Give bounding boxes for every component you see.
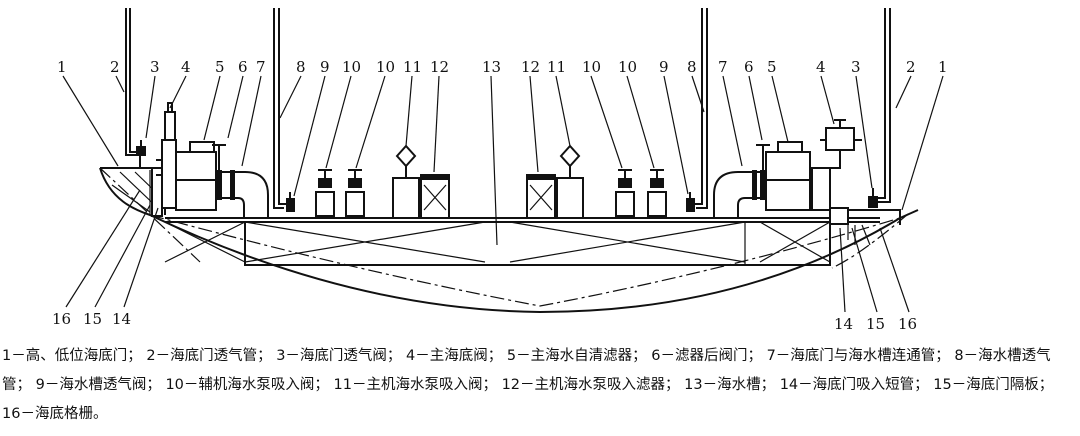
callout-right-10a: 10 — [582, 58, 601, 76]
callout-right-6: 6 — [744, 58, 754, 76]
callout-left-6: 6 — [238, 58, 248, 76]
callout-right-3: 3 — [851, 58, 861, 76]
callout-left-1: 1 — [57, 58, 67, 76]
callout-left-3: 3 — [150, 58, 160, 76]
callout-right-8: 8 — [687, 58, 697, 76]
caption-item: 10－辅机海水泵吸入阀； — [165, 377, 329, 393]
left-connecting-pipe — [222, 170, 269, 218]
left-aux-pump-suction-valves — [315, 169, 365, 217]
callout-right-4: 4 — [816, 58, 826, 76]
caption-item: 5－主海水自清滤器； — [506, 348, 647, 364]
right-self-cleaning-strainer — [765, 141, 811, 211]
right-main-sea-valve — [811, 119, 862, 211]
callout-bottom-right-14: 14 — [834, 315, 853, 333]
leader-lines — [62, 75, 944, 313]
left-sea-chest-vent-pipe — [125, 8, 146, 168]
callout-bottom-right-15: 15 — [866, 315, 885, 333]
callout-left-7: 7 — [256, 58, 266, 76]
left-tank-vent-pipe — [273, 8, 295, 212]
callout-left-4: 4 — [181, 58, 191, 76]
tank-deck — [165, 217, 880, 223]
callout-left-5: 5 — [215, 58, 225, 76]
caption-item: 14－海底门吸入短管； — [779, 377, 929, 393]
callout-right-7: 7 — [718, 58, 728, 76]
right-main-pump-suction-valve — [556, 144, 584, 219]
callout-right-9: 9 — [659, 58, 669, 76]
caption-item: 11－主机海水泵吸入阀； — [333, 377, 497, 393]
left-sea-chest — [100, 167, 166, 217]
callout-center-13: 13 — [482, 58, 501, 76]
callout-left-11: 11 — [403, 58, 422, 76]
sea-water-tank — [164, 221, 831, 266]
callout-bottom-left-15: 15 — [83, 310, 102, 328]
right-sea-chest — [829, 207, 901, 246]
callout-left-10a: 10 — [342, 58, 361, 76]
callout-bottom-right-16: 16 — [898, 315, 917, 333]
caption-item: 4－主海底阀； — [406, 348, 503, 364]
caption-item: 16－海底格栅。 — [2, 406, 108, 422]
caption-item: 13－海水槽； — [684, 377, 776, 393]
right-aux-pump-suction-valves — [615, 169, 667, 217]
callout-right-5: 5 — [767, 58, 777, 76]
caption-item: 1－高、低位海底门； — [2, 348, 142, 364]
caption-item: 8－海水槽透气管； — [2, 348, 1051, 393]
figure-caption: 1－高、低位海底门； 2－海底门透气管； 3－海底门透气阀； 4－主海底阀； 5… — [2, 342, 1076, 429]
callout-left-12: 12 — [430, 58, 449, 76]
callout-right-12: 12 — [521, 58, 540, 76]
callout-left-10b: 10 — [376, 58, 395, 76]
right-sea-chest-vent-pipe — [868, 8, 891, 208]
sea-chest-diagram: 1 2 3 4 5 6 7 8 9 10 10 11 12 13 12 11 1… — [52, 8, 948, 333]
left-strainer-outlet-valve — [212, 144, 226, 200]
caption-item: 2－海底门透气管； — [146, 348, 272, 364]
right-connecting-pipe — [713, 170, 760, 218]
caption-item: 12－主机海水泵吸入滤器； — [501, 377, 680, 393]
callout-left-2: 2 — [110, 58, 120, 76]
callout-right-1: 1 — [938, 58, 948, 76]
callout-numbers-top: 1 2 3 4 5 6 7 8 9 10 10 11 12 13 12 11 1… — [57, 58, 948, 76]
callout-left-9: 9 — [320, 58, 330, 76]
caption-item: 7－海底门与海水槽连通管； — [766, 348, 950, 364]
caption-item: 9－海水槽透气阀； — [35, 377, 161, 393]
right-strainer-outlet-valve — [756, 144, 770, 200]
left-main-pump-suction-valve — [392, 144, 420, 219]
callout-right-10b: 10 — [618, 58, 637, 76]
callout-left-8: 8 — [296, 58, 306, 76]
right-main-pump-suction-filter — [526, 174, 556, 219]
callout-bottom-left-14: 14 — [112, 310, 131, 328]
right-tank-vent-pipe — [686, 8, 708, 212]
callout-numbers-bottom: 16 15 14 14 15 16 — [52, 310, 917, 333]
hull-outline — [99, 167, 919, 314]
callout-right-2: 2 — [906, 58, 916, 76]
caption-item: 6－滤器后阀门； — [651, 348, 762, 364]
left-self-cleaning-strainer — [175, 141, 217, 211]
callout-right-11: 11 — [547, 58, 566, 76]
left-main-pump-suction-filter — [420, 174, 450, 219]
callout-bottom-left-16: 16 — [52, 310, 71, 328]
caption-item: 3－海底门透气阀； — [276, 348, 402, 364]
caption-item: 15－海底门隔板； — [933, 377, 1054, 393]
